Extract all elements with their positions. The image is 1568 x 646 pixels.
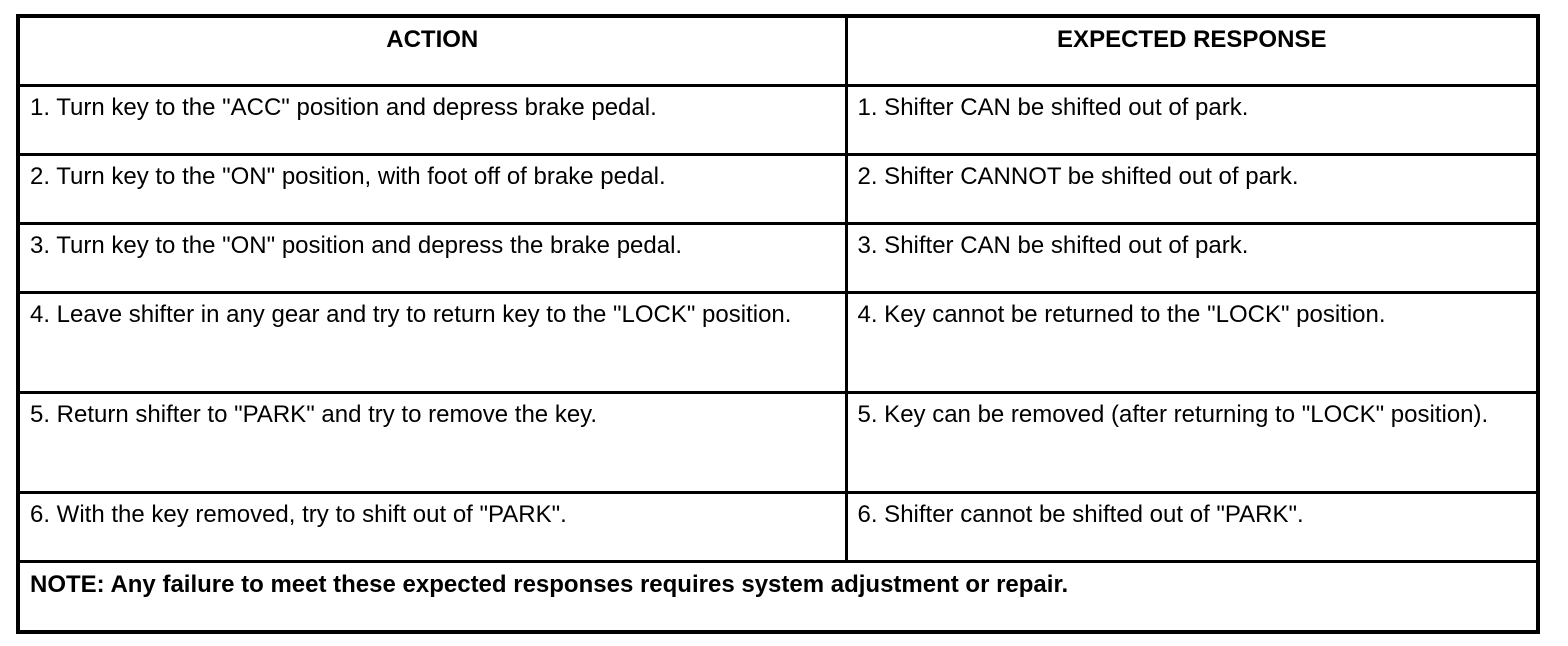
- note-row: NOTE: Any failure to meet these expected…: [16, 559, 1540, 634]
- action-cell: 3. Turn key to the "ON" position and dep…: [16, 221, 848, 294]
- action-cell: 6. With the key removed, try to shift ou…: [16, 490, 848, 563]
- table-row: 5. Return shifter to "PARK" and try to r…: [16, 390, 1540, 494]
- action-cell: 1. Turn key to the "ACC" position and de…: [16, 83, 848, 156]
- header-action: ACTION: [16, 14, 848, 87]
- table-row: 6. With the key removed, try to shift ou…: [16, 490, 1540, 563]
- header-expected-response: EXPECTED RESPONSE: [844, 14, 1540, 87]
- table-row: 1. Turn key to the "ACC" position and de…: [16, 83, 1540, 156]
- response-cell: 5. Key can be removed (after returning t…: [844, 390, 1540, 494]
- table-row: 2. Turn key to the "ON" position, with f…: [16, 152, 1540, 225]
- table-header-row: ACTION EXPECTED RESPONSE: [16, 14, 1540, 87]
- procedure-table: ACTION EXPECTED RESPONSE 1. Turn key to …: [16, 14, 1540, 634]
- action-cell: 2. Turn key to the "ON" position, with f…: [16, 152, 848, 225]
- note-text: NOTE: Any failure to meet these expected…: [16, 559, 1540, 634]
- response-cell: 6. Shifter cannot be shifted out of "PAR…: [844, 490, 1540, 563]
- response-cell: 1. Shifter CAN be shifted out of park.: [844, 83, 1540, 156]
- action-cell: 4. Leave shifter in any gear and try to …: [16, 290, 848, 394]
- response-cell: 3. Shifter CAN be shifted out of park.: [844, 221, 1540, 294]
- table-row: 3. Turn key to the "ON" position and dep…: [16, 221, 1540, 294]
- response-cell: 2. Shifter CANNOT be shifted out of park…: [844, 152, 1540, 225]
- table-row: 4. Leave shifter in any gear and try to …: [16, 290, 1540, 394]
- response-cell: 4. Key cannot be returned to the "LOCK" …: [844, 290, 1540, 394]
- action-cell: 5. Return shifter to "PARK" and try to r…: [16, 390, 848, 494]
